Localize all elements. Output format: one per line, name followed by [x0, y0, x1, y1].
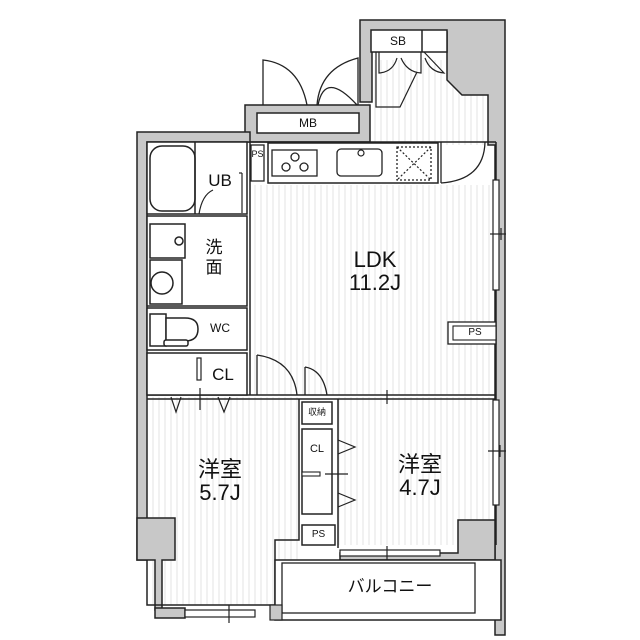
sb-box: [370, 29, 448, 53]
ub-label: UB: [208, 171, 232, 190]
cl2-label: CL: [309, 443, 325, 455]
fridge-space: [396, 146, 432, 181]
room2-size: 4.7J: [399, 475, 441, 501]
storage-label: 収納: [307, 407, 326, 417]
room2-name: 洋室: [397, 452, 442, 477]
balcony-inner: [281, 562, 476, 614]
storage-box: [301, 401, 333, 425]
room1-floor: [147, 397, 299, 605]
cl1-label: CL: [212, 365, 234, 384]
mb-box: [256, 112, 360, 134]
room1-name: 洋室: [197, 457, 242, 482]
ldk-floor: [252, 185, 496, 395]
ldk-size: 11.2J: [348, 270, 402, 296]
balcony-label: バルコニー: [347, 577, 433, 596]
washroom-label: 洗面: [205, 238, 223, 277]
wall-bottom: [154, 607, 186, 619]
sb-label: SB: [389, 34, 406, 48]
wc-label: WC: [210, 321, 230, 335]
ldk-label: LDK 11.2J: [335, 248, 415, 294]
ps-kitchen-label: PS: [251, 149, 264, 159]
room2-label: 洋室 4.7J: [380, 453, 460, 499]
bathtub: [149, 145, 196, 212]
mb-label: MB: [299, 116, 317, 130]
ps-kitchen: [250, 144, 265, 182]
stove: [271, 149, 318, 177]
sink: [336, 148, 383, 177]
room1-size: 5.7J: [199, 480, 241, 506]
ps-box: [301, 524, 336, 546]
room1-label: 洋室 5.7J: [180, 458, 260, 504]
ldk-name: LDK: [353, 247, 397, 272]
ps-ldk-label: PS: [468, 327, 482, 338]
wall-entrance-right: [359, 19, 506, 636]
ps-room-label: PS: [311, 529, 326, 540]
